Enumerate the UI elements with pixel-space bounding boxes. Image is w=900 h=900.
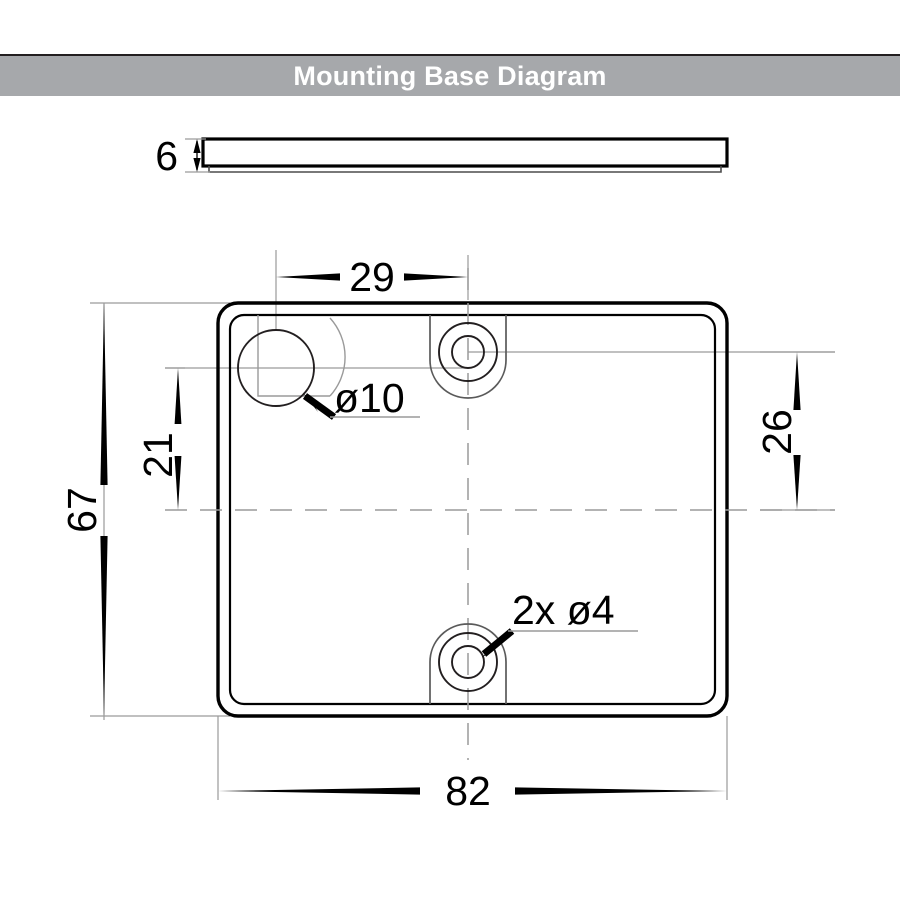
bottom-boss-hole-circle xyxy=(451,645,485,679)
callout-10-label: ø10 xyxy=(334,375,405,421)
dimension-29-arrow-right xyxy=(404,273,468,281)
bottom-boss-outer-circle xyxy=(438,632,498,692)
dimension-82-arrow-right xyxy=(515,787,727,795)
page-title: Mounting Base Diagram xyxy=(293,60,607,91)
callout-10-arrowhead xyxy=(303,393,318,412)
callout-4-arrowhead xyxy=(482,641,500,657)
dimension-21: 21 xyxy=(135,368,182,510)
thickness-arrow-down xyxy=(193,158,201,172)
dimension-82: 82 xyxy=(218,768,727,814)
dimension-26-arrow-top xyxy=(793,352,801,410)
dimension-26-label: 26 xyxy=(754,409,800,455)
large-hole-circle xyxy=(237,329,315,407)
dimension-67-arrow-bottom xyxy=(100,536,108,716)
top-boss-hole-circle xyxy=(451,335,485,369)
thickness-arrow-up xyxy=(193,139,201,153)
callout-4-leader-line xyxy=(481,628,515,657)
plate-outer-outline xyxy=(216,301,729,718)
top-boss-outer-circle xyxy=(438,322,498,382)
dimension-67: 67 xyxy=(59,303,108,716)
callout-diameter-10: ø10 xyxy=(302,375,420,421)
dimension-29-arrow-left xyxy=(276,273,340,281)
top-screw-boss xyxy=(429,315,507,399)
dimension-82-label: 82 xyxy=(445,768,491,814)
dimension-29: 29 xyxy=(276,254,468,300)
dimension-67-label: 67 xyxy=(59,487,105,533)
callout-2x-diameter-4: 2x ø4 xyxy=(481,587,638,657)
bottom-screw-boss xyxy=(429,623,507,704)
header-bar: Mounting Base Diagram xyxy=(0,54,900,96)
dimension-67-arrow-top xyxy=(100,303,108,485)
top-boss-tab-outline xyxy=(429,315,507,399)
plate-inner-outline xyxy=(228,313,717,706)
dimension-26-arrow-bottom xyxy=(793,455,801,510)
hole-pocket-arc xyxy=(329,317,346,397)
bottom-boss-tab-outline xyxy=(429,623,507,704)
dimension-29-label: 29 xyxy=(349,254,395,300)
dimension-21-arrow-bottom xyxy=(174,456,182,510)
slab-underside-lip xyxy=(208,166,722,173)
side-elevation-view: 6 xyxy=(155,133,729,179)
dimension-82-arrow-left xyxy=(218,787,420,795)
dimension-21-label: 21 xyxy=(135,432,181,478)
callout-4-label: 2x ø4 xyxy=(512,587,615,633)
dimension-26: 26 xyxy=(754,352,801,510)
dimension-21-arrow-top xyxy=(174,368,182,424)
dimension-thickness-label: 6 xyxy=(155,133,178,179)
plan-view: 29 21 67 26 xyxy=(59,250,835,814)
slab-body xyxy=(201,137,729,168)
